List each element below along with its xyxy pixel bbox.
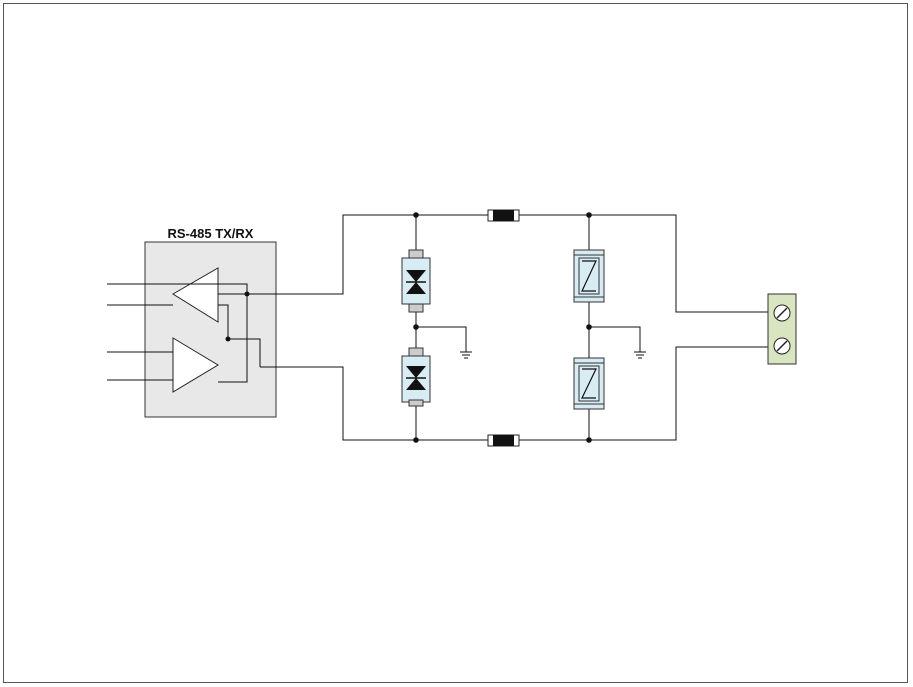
bus-wires <box>247 214 768 441</box>
ferrite-bead-top <box>487 209 520 222</box>
junction-dot <box>413 437 419 443</box>
ground-symbol <box>634 351 646 359</box>
junction-dot <box>586 324 592 330</box>
driver-triangle <box>172 337 219 393</box>
junction-dot <box>413 324 419 330</box>
logic-input-lines <box>107 283 261 383</box>
transceiver-title: RS-485 TX/RX <box>167 226 254 241</box>
ferrite-bead-bottom <box>487 434 520 447</box>
bidirectional-tvs-diode-top <box>401 249 431 313</box>
junction-dot <box>586 212 592 218</box>
gas-discharge-tube-bottom <box>573 357 605 410</box>
junction-dot <box>225 336 231 342</box>
screw-terminal <box>767 293 797 365</box>
ground-symbol <box>460 351 472 359</box>
gas-discharge-tube-top <box>573 249 605 303</box>
junction-dot <box>413 212 419 218</box>
junction-dot <box>586 437 592 443</box>
transceiver-block <box>144 241 277 418</box>
receiver-triangle <box>172 267 219 323</box>
bidirectional-tvs-diode-bottom <box>401 347 431 407</box>
